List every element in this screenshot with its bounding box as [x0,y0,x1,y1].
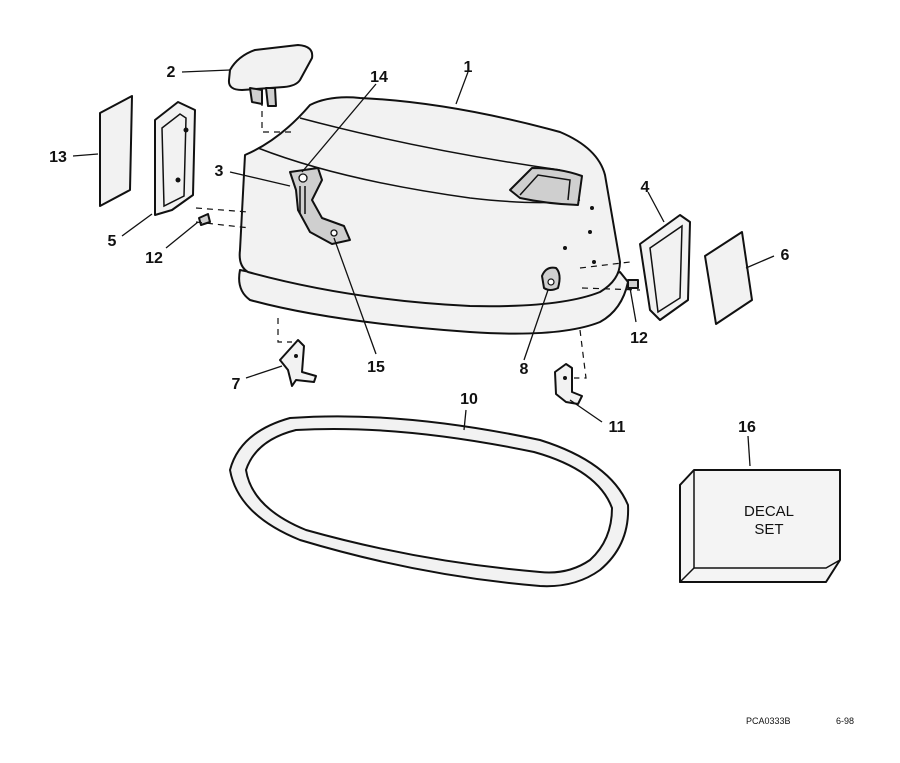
screw-right [627,279,639,289]
callout-7: 7 [232,376,241,393]
decal-set-box: DECAL SET [679,469,841,583]
latch-bracket [289,167,351,245]
bracket-left [154,101,196,216]
callout-14: 14 [370,69,388,86]
bracket-right [639,214,691,321]
decal-line-2: SET [754,521,783,538]
callout-6: 6 [781,247,790,264]
callout-10: 10 [460,391,478,408]
leader-lines [72,69,775,467]
callout-15: 15 [367,359,385,376]
decal-line-1: DECAL [744,503,794,520]
callout-1: 1 [464,59,473,76]
callout-12-left: 12 [145,250,163,267]
callout-12-right: 12 [630,330,648,347]
callout-5: 5 [108,233,117,250]
callout-13: 13 [49,149,67,166]
engine-cover [238,96,629,335]
lower-clip-left [279,339,317,387]
callout-2: 2 [167,64,176,81]
callout-4: 4 [641,179,650,196]
callout-16: 16 [738,419,756,436]
callout-8: 8 [520,361,529,378]
seal-ring [229,415,630,588]
callout-numbers: 1 2 14 3 13 5 12 4 6 12 15 8 7 10 11 16 [49,59,789,436]
side-panel-left [99,95,133,207]
side-panel-right [704,231,753,325]
top-cap [227,44,314,107]
figure-date: 6-98 [836,716,854,726]
figure-code: PCA0333B [746,716,791,726]
grommet [541,266,561,291]
callout-3: 3 [215,163,224,180]
callout-11: 11 [609,419,626,436]
lower-clip-right [554,363,583,405]
